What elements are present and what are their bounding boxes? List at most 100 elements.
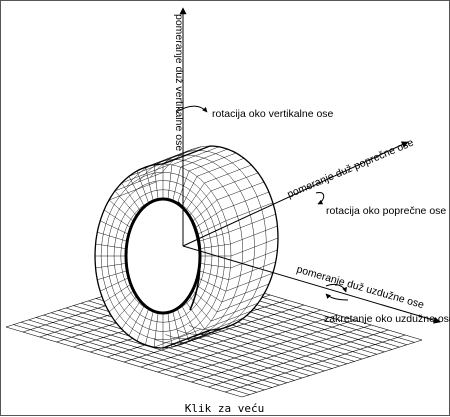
tire-spoke <box>136 170 149 204</box>
tread-line <box>216 181 264 201</box>
tread-line <box>188 152 237 172</box>
tire-spoke <box>200 263 231 269</box>
tread-line <box>228 213 276 233</box>
tread-line <box>180 326 228 346</box>
tread-line <box>216 293 264 313</box>
tire-spoke <box>192 199 218 222</box>
tread-line <box>230 249 278 269</box>
tread-line <box>230 225 278 245</box>
tread-line <box>154 328 202 348</box>
tire-spoke <box>197 277 226 292</box>
longitudinal-translation-label: pomeranje duž uzdužne ose <box>295 263 425 311</box>
lateral-translation-label: pomeranje duž poprečne ose <box>285 137 415 201</box>
tire <box>94 145 279 349</box>
tire-spoke <box>128 305 145 336</box>
tread-line <box>211 172 259 192</box>
tire-spoke <box>153 312 159 348</box>
tire-spoke <box>199 270 229 281</box>
tread-line <box>145 148 193 168</box>
tire-spoke <box>172 167 181 201</box>
tread-line <box>188 322 237 342</box>
tire-spoke <box>199 231 229 242</box>
tread-line <box>114 172 162 192</box>
tire-spoke <box>100 277 129 292</box>
tire-spoke <box>195 209 223 228</box>
rotation-arrow-icon <box>315 191 325 205</box>
tire-spoke <box>108 290 134 313</box>
lateral-axis <box>182 141 409 247</box>
tread-line <box>204 310 252 330</box>
tread-line <box>136 152 185 172</box>
tire-spoke <box>128 176 145 207</box>
tire-spoke <box>153 164 159 200</box>
grid-line <box>241 339 423 398</box>
tread-line <box>196 158 245 177</box>
tire-spoke <box>145 311 154 345</box>
tire-spoke <box>145 167 154 201</box>
tread-line <box>171 146 219 166</box>
tire-spoke <box>136 308 149 342</box>
lateral-rotation-label: rotacija oko poprečne ose <box>326 205 446 217</box>
longitudinal-rotation-label: zakretanje oko uzdužne ose <box>324 313 450 325</box>
vertical-translation-label: pomeranje duž vertikalne ose <box>173 14 185 151</box>
tread-line <box>180 148 228 168</box>
tread-line <box>204 164 252 184</box>
tire-spoke <box>200 243 231 249</box>
grid-line <box>208 329 389 388</box>
tire-spoke <box>192 290 218 313</box>
tire-spoke <box>185 182 205 211</box>
vertical-rotation-label: rotacija oko vertikalne ose <box>212 108 334 120</box>
tire-spoke <box>177 308 190 342</box>
rotation-arrow-icon <box>325 283 347 293</box>
tread-line <box>128 158 177 177</box>
tire-spoke <box>114 296 137 322</box>
tire-spoke <box>195 284 223 303</box>
tire-spoke <box>181 176 198 207</box>
tire-spoke <box>103 209 131 228</box>
tire-spoke <box>95 263 126 269</box>
tire-spoke <box>114 190 137 216</box>
grid-line <box>174 319 355 378</box>
tire-inner-lip <box>177 201 201 311</box>
tread-line <box>230 237 279 257</box>
tread-line <box>196 317 245 336</box>
tire-spoke <box>97 270 127 281</box>
tire-spoke <box>97 231 127 242</box>
tire-spoke <box>172 311 181 345</box>
axes <box>179 7 441 324</box>
tire-spoke <box>108 199 134 222</box>
grid-line <box>191 324 372 383</box>
tread-line <box>211 302 259 322</box>
tread-line <box>221 283 269 303</box>
tire-spoke <box>181 305 198 336</box>
tire-spoke <box>167 312 173 348</box>
grid-line <box>123 304 305 363</box>
tire-spoke <box>121 301 141 330</box>
enlarge-link[interactable]: Klik za veću <box>184 402 265 415</box>
tire-spoke <box>167 164 173 200</box>
tire-spoke <box>95 243 126 249</box>
tire-spoke <box>185 301 205 330</box>
grid-line <box>140 309 321 368</box>
rotation-arrow-icon <box>325 293 349 301</box>
grid-line <box>157 314 338 373</box>
tread-line <box>171 328 219 348</box>
tread-line <box>225 202 273 222</box>
tread-ring <box>161 145 279 331</box>
tread-line <box>228 261 276 281</box>
grid-line <box>225 334 406 393</box>
longitudinal-axis <box>182 245 441 324</box>
tread-line <box>121 164 169 184</box>
tire-spoke <box>103 284 131 303</box>
tire-spoke <box>100 220 129 235</box>
caption-bar[interactable]: Klik za veću <box>1 399 448 415</box>
tire-spoke <box>197 220 226 235</box>
tire-spoke <box>121 182 141 211</box>
tread-line <box>162 145 211 165</box>
rotation-arrow-icon <box>175 105 208 113</box>
tread-line <box>109 181 157 201</box>
tread-line <box>225 272 273 292</box>
tread-line <box>162 329 211 349</box>
tread-line <box>221 191 269 211</box>
